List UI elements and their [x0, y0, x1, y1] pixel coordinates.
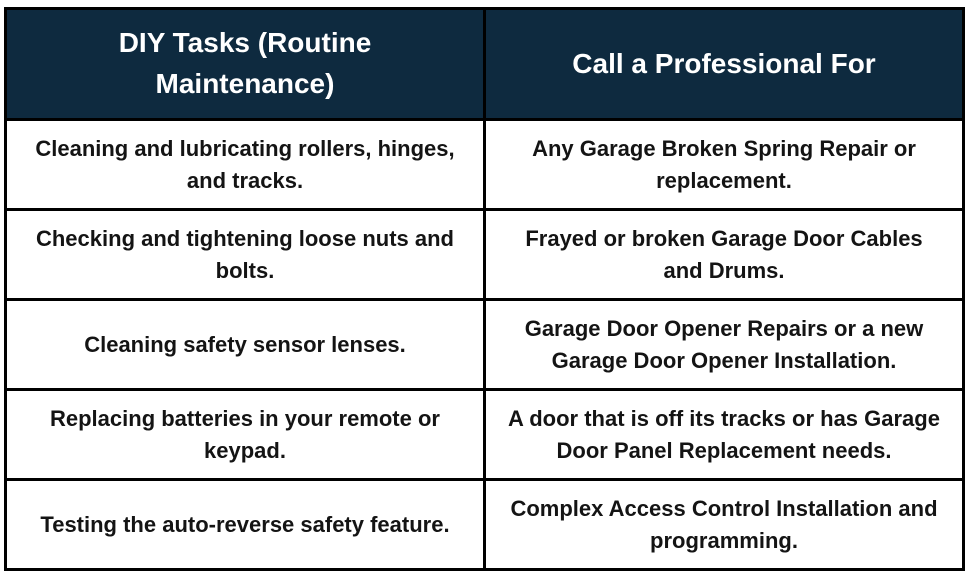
- diy-cell-replacing-batteries: Replacing batteries in your remote or ke…: [4, 388, 486, 481]
- table-row: Replacing batteries in your remote or ke…: [4, 388, 965, 481]
- diy-cell-auto-reverse-testing: Testing the auto-reverse safety feature.: [4, 478, 486, 571]
- table-row: Cleaning and lubricating rollers, hinges…: [4, 118, 965, 211]
- header-cell-call-professional: Call a Professional For: [483, 7, 965, 121]
- header-cell-diy-tasks: DIY Tasks (Routine Maintenance): [4, 7, 486, 121]
- table-body: Cleaning and lubricating rollers, hinges…: [4, 118, 965, 571]
- pro-cell-opener-repairs: Garage Door Opener Repairs or a new Gara…: [483, 298, 965, 391]
- pro-cell-access-control: Complex Access Control Installation and …: [483, 478, 965, 571]
- comparison-table-page: DIY Tasks (Routine Maintenance) Call a P…: [4, 7, 965, 571]
- table-row: Testing the auto-reverse safety feature.…: [4, 478, 965, 571]
- header-row: DIY Tasks (Routine Maintenance) Call a P…: [4, 7, 965, 121]
- pro-cell-off-tracks-panel: A door that is off its tracks or has Gar…: [483, 388, 965, 481]
- table-header: DIY Tasks (Routine Maintenance) Call a P…: [4, 7, 965, 121]
- diy-vs-professional-table: DIY Tasks (Routine Maintenance) Call a P…: [4, 7, 965, 571]
- pro-cell-broken-spring: Any Garage Broken Spring Repair or repla…: [483, 118, 965, 211]
- pro-cell-cables-drums: Frayed or broken Garage Door Cables and …: [483, 208, 965, 301]
- diy-cell-cleaning-lubricating: Cleaning and lubricating rollers, hinges…: [4, 118, 486, 211]
- diy-cell-sensor-lenses: Cleaning safety sensor lenses.: [4, 298, 486, 391]
- diy-cell-tightening-nuts-bolts: Checking and tightening loose nuts and b…: [4, 208, 486, 301]
- table-row: Cleaning safety sensor lenses. Garage Do…: [4, 298, 965, 391]
- table-row: Checking and tightening loose nuts and b…: [4, 208, 965, 301]
